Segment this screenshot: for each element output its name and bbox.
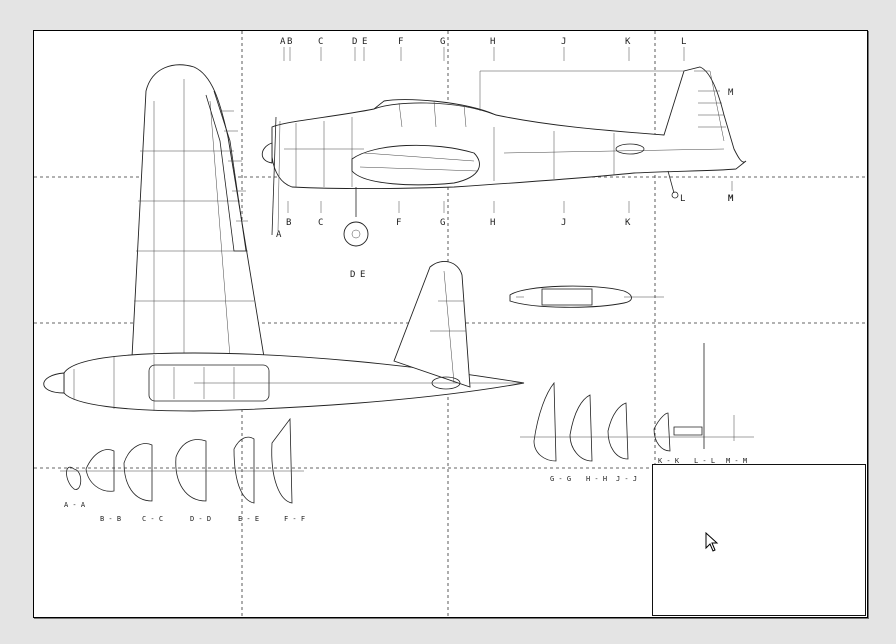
station-label: J: [561, 37, 566, 47]
section-label: A - A: [64, 501, 86, 509]
stabilizer-plan: [393, 260, 471, 388]
main-wheel: [343, 221, 369, 247]
station-label: M: [728, 88, 734, 98]
drop-tank: [509, 285, 632, 308]
station-label: M: [728, 194, 734, 204]
station-label: K: [625, 37, 631, 47]
station-label: H: [490, 37, 495, 47]
propeller: [271, 116, 277, 236]
section-label: B - B: [100, 515, 121, 523]
drawing-sheet: A B C D E F G H J K L M M A B C F G H J …: [33, 30, 868, 618]
wing-side: [351, 144, 480, 186]
detail-view: [509, 285, 664, 308]
station-label: K: [625, 218, 631, 228]
station-label: H: [490, 218, 495, 228]
sections-right: G - G H - H J - J K - K L - L M - M: [520, 343, 754, 483]
section-label: D - D: [190, 515, 211, 523]
station-ticks: [283, 47, 733, 213]
fuselage-side: [271, 66, 747, 189]
station-label: L: [681, 37, 686, 47]
station-label: J: [561, 218, 566, 228]
station-label: E: [362, 37, 367, 47]
station-labels-bottom: A B C F G H J K L M D E: [276, 194, 734, 280]
section-label: M - M: [726, 457, 747, 465]
gear-label: E: [360, 270, 365, 280]
spinner-plan: [43, 372, 65, 394]
section-label: E - E: [238, 515, 259, 523]
section-label: H - H: [586, 475, 607, 483]
side-view: [261, 66, 747, 247]
station-label: D: [352, 37, 357, 47]
station-label: A: [280, 37, 286, 47]
station-label: F: [396, 218, 401, 228]
station-label: M: [728, 194, 734, 204]
title-block: [652, 464, 866, 616]
station-label: G: [440, 37, 445, 47]
station-label: B: [286, 218, 291, 228]
section-label: J - J: [616, 475, 637, 483]
section-label: C - C: [142, 515, 163, 523]
section-label: F - F: [284, 515, 305, 523]
canopy: [373, 102, 497, 116]
station-label: A: [276, 230, 282, 240]
spinner: [261, 142, 273, 164]
plan-view: [43, 64, 525, 412]
arrow-cursor-icon: [705, 532, 719, 552]
gear-label: D: [350, 270, 355, 280]
station-label: C: [318, 37, 323, 47]
station-label: B: [287, 37, 292, 47]
section-label: G - G: [550, 475, 571, 483]
wing-planform: [131, 64, 265, 358]
sections-left: A - A B - B C - C D - D E - E F - F: [60, 417, 305, 523]
station-label: G: [440, 218, 445, 228]
aircraft-drawing: A B C D E F G H J K L M M A B C F G H J …: [34, 31, 867, 617]
station-label: C: [318, 218, 323, 228]
section-label: L - L: [694, 457, 715, 465]
tail-gear: [667, 170, 675, 194]
station-label: F: [398, 37, 403, 47]
station-label: L: [680, 194, 685, 204]
station-labels-top: A B C D E F G H J K L M M: [280, 37, 734, 204]
section-label: K - K: [658, 457, 680, 465]
